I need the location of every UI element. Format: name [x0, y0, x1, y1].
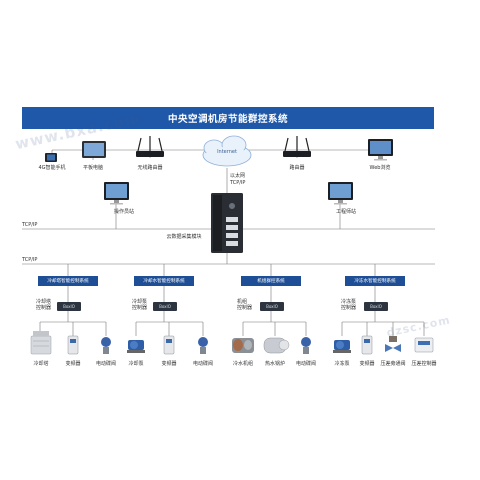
- subsystem-4-group: 冷冻泵 控制器: [341, 299, 357, 312]
- wireless-router-icon: [136, 136, 164, 157]
- bypass-valve-icon: [385, 336, 401, 352]
- ethernet-label: 以太网: [230, 173, 246, 179]
- device-label: 变频器: [359, 361, 375, 367]
- cooling-tower-icon: [30, 331, 52, 355]
- router-icon: [283, 136, 311, 157]
- subsystem-4-controller: BoxIO: [364, 302, 388, 311]
- inverter-icon-4: [361, 335, 373, 355]
- subsystem-4-title: 冷冻水智能控制系统: [345, 276, 405, 286]
- bus1-label: TCP/IP: [22, 222, 38, 228]
- butterfly-valve-icon-2: [198, 337, 208, 354]
- internet-label: Internet: [217, 149, 237, 155]
- device-label: 冷冻泵: [334, 361, 350, 367]
- web-monitor-icon: [368, 139, 393, 161]
- device-label: 冷却塔: [33, 361, 49, 367]
- butterfly-valve-icon-1: [101, 337, 111, 354]
- subsystem-3-group: 机组 控制器: [237, 299, 253, 312]
- device-label: 压差控制器: [411, 361, 437, 367]
- subsystem-2-controller: BoxIO: [153, 302, 177, 311]
- device-label: 变频器: [161, 361, 177, 367]
- data-collector-module-icon: [211, 193, 243, 253]
- engineer-monitor-icon: [328, 182, 353, 205]
- bus2-label: TCP/IP: [22, 257, 38, 263]
- collector-label: 云数据采集模块: [166, 234, 202, 240]
- phone-label: 4G智能手机: [38, 165, 66, 171]
- subsystem-1-title: 冷却塔智能控制系统: [38, 276, 98, 286]
- butterfly-valve-icon-3: [301, 337, 311, 354]
- device-label: 电动碟阀: [295, 361, 317, 367]
- device-label: 冷却泵: [128, 361, 144, 367]
- subsystem-2-group: 冷却泵 控制器: [132, 299, 148, 312]
- inverter-icon-1: [67, 335, 79, 355]
- tablet-label: 平板电脑: [82, 165, 104, 171]
- subsystem-3-controller: BoxIO: [260, 302, 284, 311]
- subsystem-1-group: 冷却塔 控制器: [36, 299, 52, 312]
- device-label: 电动碟阀: [192, 361, 214, 367]
- inverter-icon-2: [163, 335, 175, 355]
- device-label: 冷水机组: [232, 361, 254, 367]
- internet-cloud-icon: [202, 135, 252, 167]
- web-label: Web浏览: [369, 165, 391, 171]
- phone-icon: [45, 153, 57, 162]
- hot-water-boiler-icon: [263, 337, 290, 354]
- router-label: 路由器: [289, 165, 305, 171]
- pressure-controller-icon: [414, 337, 434, 353]
- engineer-label: 工程师站: [335, 209, 357, 215]
- wireless-router-label: 无线路由器: [137, 165, 163, 171]
- chiller-unit-icon: [232, 338, 254, 353]
- device-label: 热水锅炉: [264, 361, 286, 367]
- subsystem-2-title: 冷却水智能控制系统: [134, 276, 194, 286]
- operator-monitor-icon: [104, 182, 129, 205]
- tablet-icon: [82, 141, 106, 158]
- subsystem-3-title: 机组群控系统: [241, 276, 301, 286]
- device-label: 电动碟阀: [95, 361, 117, 367]
- device-label: 压差旁通阀: [380, 361, 406, 367]
- operator-label: 操作员站: [113, 209, 135, 215]
- chilled-water-pump-icon: [333, 340, 351, 353]
- cooling-pump-icon: [127, 340, 145, 353]
- subsystem-1-controller: BoxIO: [57, 302, 81, 311]
- device-label: 变频器: [65, 361, 81, 367]
- tcpip-label-top: TCP/IP: [230, 180, 246, 186]
- diagram-title: 中央空调机房节能群控系统: [22, 107, 434, 129]
